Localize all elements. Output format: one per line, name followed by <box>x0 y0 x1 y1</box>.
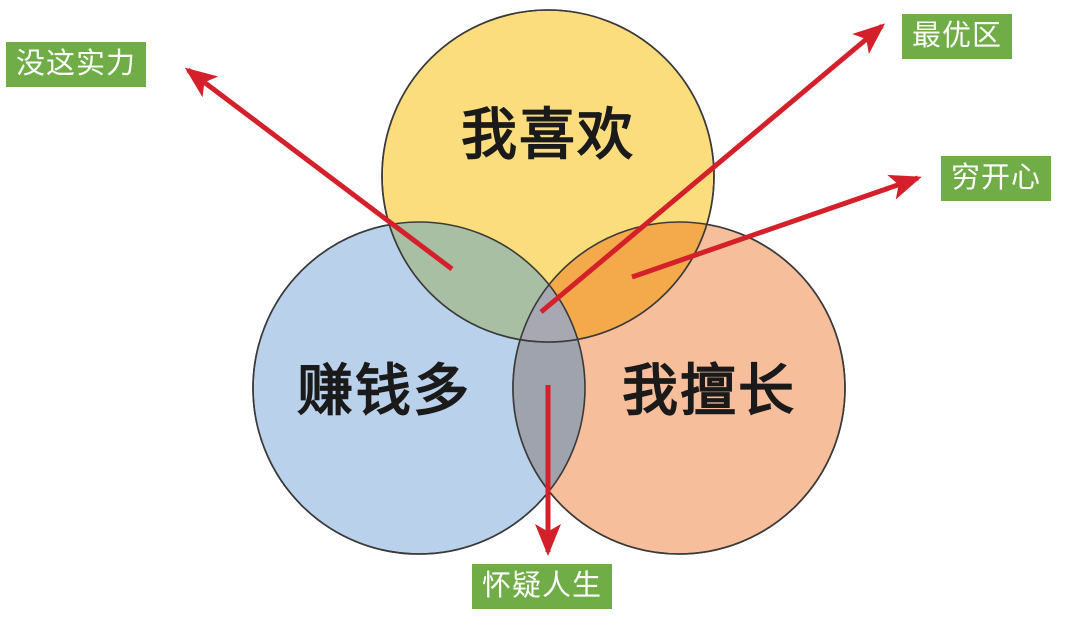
arrow-poor-but-happy <box>631 174 922 280</box>
venn-overlap-like-money <box>382 222 585 342</box>
arrow-no-ability <box>184 67 454 271</box>
venn-circle-outlines <box>252 9 846 555</box>
arrow-optimal-zone <box>539 23 886 314</box>
venn-overlap-like-goodat <box>513 222 714 342</box>
callout-tag-optimal-zone[interactable]: 最优区 <box>902 14 1013 60</box>
callout-tag-poor-but-happy[interactable]: 穷开心 <box>941 156 1052 202</box>
callout-tag-no-ability[interactable]: 没这实力 <box>6 42 147 88</box>
callout-tag-doubt-life[interactable]: 怀疑人生 <box>472 564 613 610</box>
callout-arrows <box>184 23 922 557</box>
